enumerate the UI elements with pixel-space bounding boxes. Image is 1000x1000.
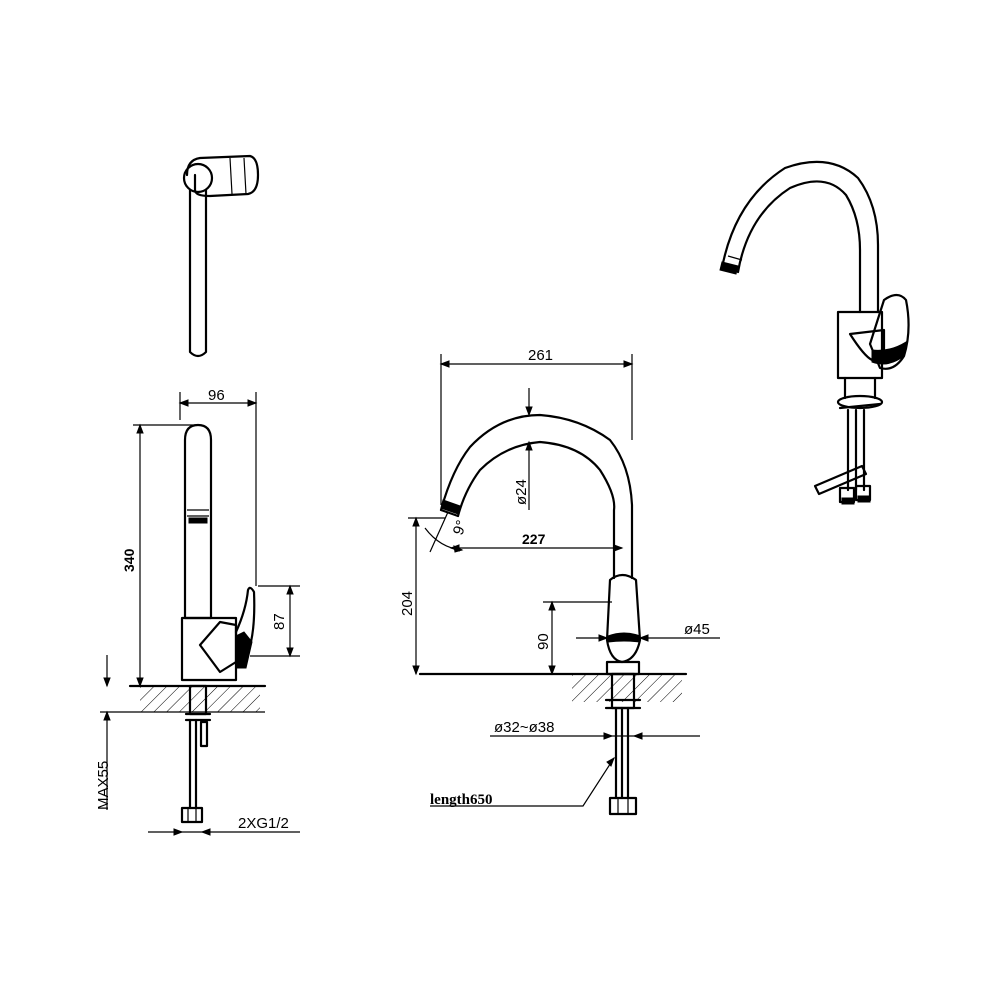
perspective-view: [719, 160, 910, 505]
dim-inlet-thread: 2XG1/2: [238, 815, 289, 832]
dim-reach-overall: 261: [528, 347, 553, 364]
side-view: 96 340 87 MAX55 2XG1/2: [95, 387, 300, 836]
dim-body-diameter: ø45: [684, 621, 710, 638]
dim-lever-front-height: 90: [535, 633, 552, 650]
dim-side-height: 340: [121, 548, 137, 572]
dim-spout-angle: 9°: [450, 518, 471, 537]
label-hose-length: length650: [430, 792, 493, 808]
dim-reach: 227: [522, 531, 546, 547]
dim-lever-height: 87: [271, 613, 288, 630]
dim-max-deck: MAX55: [95, 761, 112, 810]
dim-spout-height: 204: [399, 591, 416, 616]
top-view: [182, 154, 260, 358]
dim-hole-diameter: ø32~ø38: [494, 719, 554, 736]
dim-spout-diameter: ø24: [513, 479, 530, 505]
dim-side-width: 96: [208, 387, 225, 404]
front-view: 261 ø24 9° 227 204 90 ø45 ø32~ø38: [399, 347, 720, 816]
